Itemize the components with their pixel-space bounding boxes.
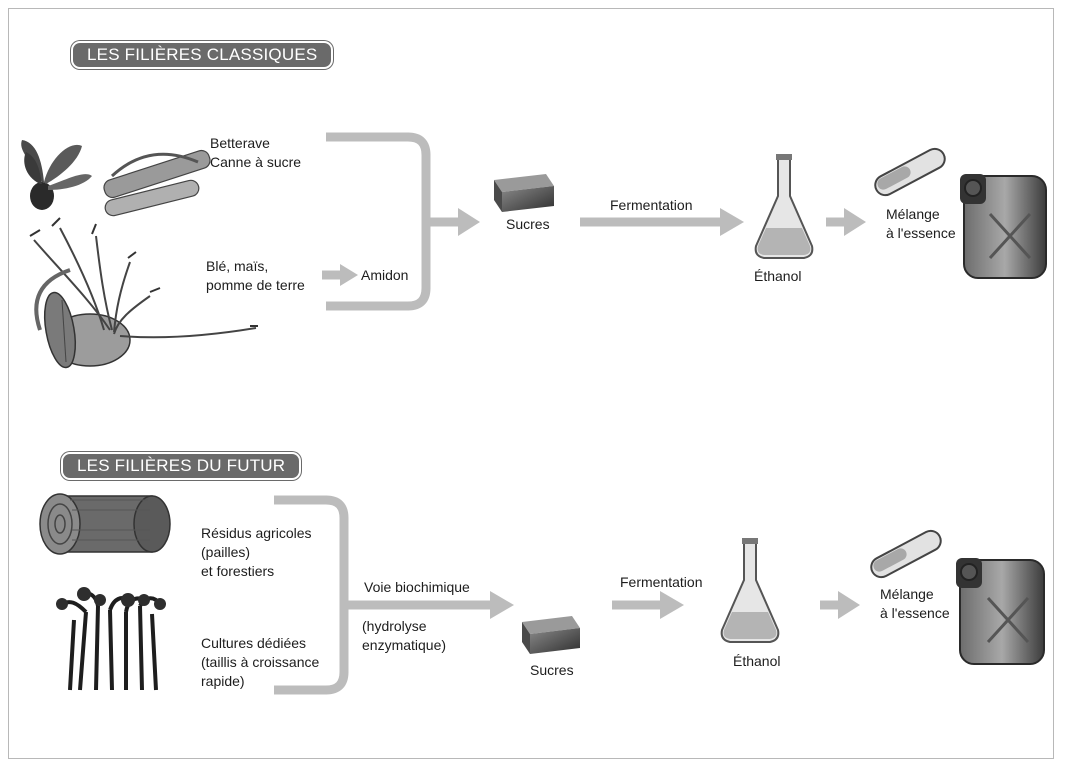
test-tube-icon-future: [870, 529, 942, 579]
tree-foliage: [56, 587, 166, 610]
input-label-beet-cane: Betterave Canne à sucre: [210, 134, 301, 172]
final-label-future: Mélange à l'essence: [880, 585, 950, 623]
input-label-line: Canne à sucre: [210, 154, 302, 170]
input-label-crops: Cultures dédiées (taillis à croissance r…: [201, 634, 319, 691]
input-label-line: Résidus agricoles: [201, 525, 312, 541]
input-label-line: Blé, maïs,: [206, 258, 269, 274]
sugar-label-classic: Sucres: [506, 216, 550, 232]
classic-bracket: [322, 132, 846, 311]
sugar-cube-icon-classic: [494, 174, 554, 212]
sugar-cube-icon-future: [522, 616, 580, 654]
pathway-detail-label: (hydrolyse enzymatique): [362, 617, 446, 655]
product-label-classic: Éthanol: [754, 268, 802, 284]
straw-bale-illustration: [39, 493, 171, 555]
coppice-trees-illustration: [61, 591, 162, 691]
final-label-line: à l'essence: [886, 225, 956, 241]
sugar-label-future: Sucres: [530, 662, 574, 678]
figure-frame: [8, 8, 1054, 759]
future-arrowheads: [490, 591, 860, 619]
section-header-future: LES FILIÈRES DU FUTUR: [63, 454, 300, 478]
input-label-line: Betterave: [210, 135, 270, 151]
flask-icon-classic: [754, 154, 814, 259]
cereals-potato-illustration: [29, 217, 258, 369]
classic-arrowheads: [340, 208, 866, 286]
product-label-future: Éthanol: [733, 653, 781, 669]
process-label-classic: Fermentation: [610, 197, 693, 213]
input-label-residues: Résidus agricoles (pailles) et forestier…: [201, 524, 312, 581]
intermediate-label: Amidon: [361, 267, 409, 283]
pathway-label: Voie biochimique: [364, 579, 470, 595]
final-label-classic: Mélange à l'essence: [886, 205, 956, 243]
input-label-cereals: Blé, maïs, pomme de terre: [206, 257, 305, 295]
fuel-can-icon-classic: [960, 174, 1047, 279]
input-label-line: (pailles): [201, 544, 251, 560]
flask-icon-future: [720, 538, 780, 643]
process-label-future: Fermentation: [620, 574, 703, 590]
final-label-line: à l'essence: [880, 605, 950, 621]
pathway-detail-line: enzymatique): [362, 637, 447, 653]
future-bracket: [274, 495, 840, 695]
input-label-line: Cultures dédiées: [201, 635, 307, 651]
test-tube-icon-classic: [874, 147, 946, 197]
final-label-line: Mélange: [880, 586, 934, 602]
input-label-line: pomme de terre: [206, 277, 305, 293]
pathway-detail-line: (hydrolyse: [362, 618, 427, 634]
input-label-line: (taillis à croissance: [201, 654, 320, 670]
input-label-line: rapide): [201, 673, 245, 689]
beet-cane-illustration: [21, 140, 211, 217]
fuel-can-icon-future: [956, 558, 1045, 665]
section-header-classic: LES FILIÈRES CLASSIQUES: [73, 43, 332, 67]
final-label-line: Mélange: [886, 206, 940, 222]
input-label-line: et forestiers: [201, 563, 275, 579]
